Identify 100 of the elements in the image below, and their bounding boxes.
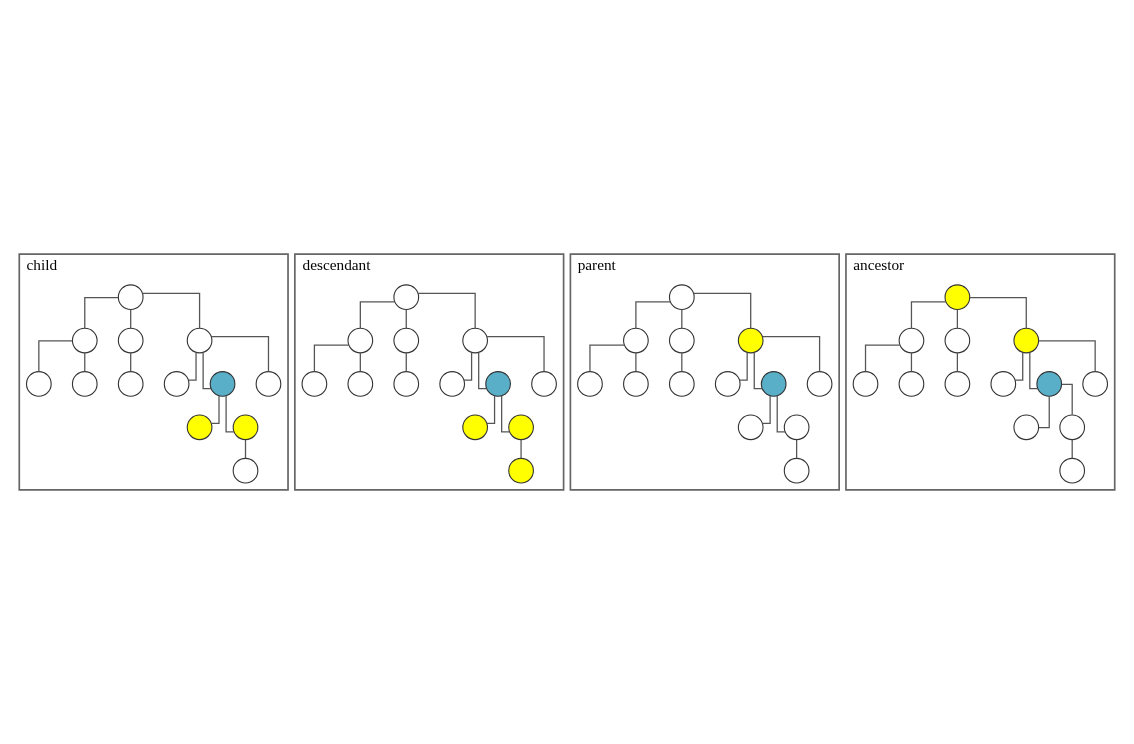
node-circle — [783, 414, 810, 441]
node-circle — [944, 284, 971, 311]
node-circle — [1036, 371, 1063, 397]
connector — [478, 351, 488, 390]
connector — [244, 439, 247, 459]
node-circle — [347, 327, 374, 354]
connector — [1014, 351, 1024, 381]
node-circle — [737, 414, 764, 441]
connector — [202, 351, 212, 390]
connector — [84, 296, 119, 329]
connector — [501, 395, 511, 433]
node-circle — [232, 457, 259, 484]
connector — [38, 340, 73, 373]
cluster: ancestor — [845, 253, 1116, 491]
node-circle — [714, 371, 741, 397]
connector — [1038, 395, 1050, 429]
node-circle — [577, 371, 603, 397]
connector — [681, 309, 683, 329]
node-circle — [462, 327, 489, 354]
node-circle — [347, 371, 374, 397]
connector — [681, 352, 683, 373]
node-circle — [393, 371, 420, 397]
node-circle — [737, 327, 764, 354]
node-circle — [1082, 371, 1109, 397]
connector — [142, 292, 201, 329]
node-circle — [531, 371, 557, 397]
connector — [359, 301, 396, 329]
connector — [486, 395, 496, 425]
node-circle — [1013, 414, 1040, 441]
node-circle — [508, 414, 534, 441]
node-circle — [990, 371, 1017, 397]
node-circle — [623, 327, 649, 354]
connector — [130, 309, 132, 329]
node-circle — [186, 327, 213, 354]
cluster: descendant — [294, 253, 565, 491]
node-circle — [806, 371, 833, 397]
node-circle — [783, 457, 810, 484]
node-circle — [508, 457, 534, 484]
connector — [969, 296, 1027, 329]
node-circle — [255, 371, 282, 397]
node-circle — [485, 371, 511, 397]
node-circle — [209, 371, 236, 397]
connector — [359, 352, 361, 373]
node-circle — [462, 414, 489, 441]
connector — [1029, 351, 1039, 390]
node-circle — [163, 371, 190, 397]
node-circle — [1059, 457, 1086, 484]
node-circle — [25, 371, 52, 397]
node-circle — [944, 371, 971, 397]
connector — [910, 352, 913, 373]
connector — [1038, 340, 1096, 373]
node-circle — [117, 371, 144, 397]
connector — [417, 292, 476, 329]
node-circle — [1059, 414, 1086, 441]
cluster: parent — [569, 253, 840, 491]
connector — [762, 336, 821, 373]
node-circle — [668, 284, 695, 311]
node-circle — [898, 327, 925, 354]
connector — [486, 336, 545, 373]
connector — [210, 336, 270, 373]
connector — [463, 351, 473, 381]
connector — [405, 352, 407, 373]
connector — [130, 352, 132, 373]
connector — [1071, 439, 1073, 459]
connector — [796, 439, 798, 459]
node-circle — [760, 371, 787, 397]
connector — [210, 395, 220, 425]
connector — [1061, 383, 1073, 416]
node-circle — [623, 371, 649, 397]
connector — [589, 344, 625, 373]
node-circle — [71, 371, 98, 397]
connector — [864, 344, 901, 373]
node-circle — [71, 327, 98, 354]
node-circle — [852, 371, 879, 397]
connector — [84, 352, 86, 373]
connector — [313, 344, 350, 373]
cluster: child — [18, 253, 289, 491]
connector — [187, 351, 197, 381]
node-circle — [668, 371, 695, 397]
connector — [405, 309, 407, 329]
connector — [776, 395, 786, 433]
connector — [956, 309, 958, 329]
node-circle — [117, 284, 144, 311]
connector — [225, 395, 235, 433]
connector — [761, 395, 771, 425]
node-circle — [898, 371, 925, 397]
connector — [635, 301, 671, 329]
connector — [635, 352, 637, 373]
connector — [910, 301, 947, 329]
node-circle — [117, 327, 144, 354]
connector — [693, 292, 752, 329]
node-circle — [393, 284, 420, 311]
node-circle — [232, 414, 259, 441]
connector — [956, 352, 958, 373]
node-circle — [1013, 327, 1040, 354]
connector — [753, 351, 763, 390]
node-circle — [944, 327, 971, 354]
node-circle — [393, 327, 420, 354]
node-circle — [439, 371, 466, 397]
node-circle — [301, 371, 328, 397]
